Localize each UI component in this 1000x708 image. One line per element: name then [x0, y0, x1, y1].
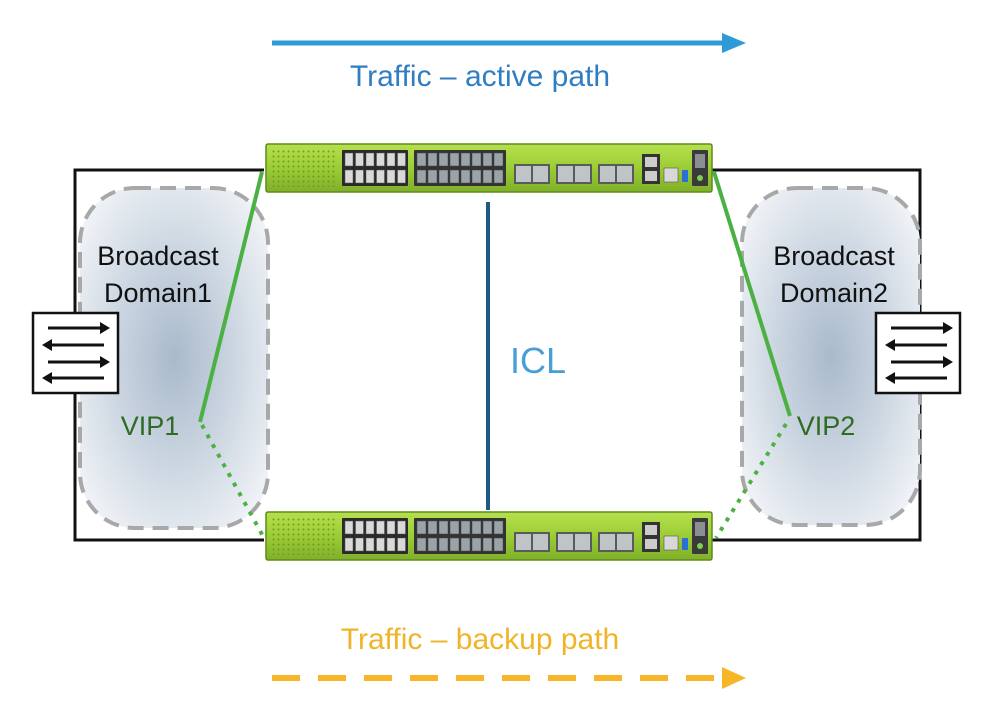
qsfp-port-group — [514, 532, 550, 552]
backup-path-label: Traffic – backup path — [341, 623, 620, 656]
switch-primary[interactable] — [265, 143, 713, 193]
router-1[interactable] — [31, 311, 120, 395]
vip2-label: VIP2 — [797, 411, 856, 441]
bidirectional-arrows-icon — [874, 311, 962, 395]
router-2[interactable] — [874, 311, 962, 395]
switch-vent — [272, 149, 336, 187]
domain1-label-line1: Broadcast — [97, 241, 219, 271]
status-led-panel — [692, 518, 708, 554]
active-path-label: Traffic – active path — [350, 60, 610, 93]
status-led-panel — [692, 150, 708, 186]
domain2-label-line2: Domain2 — [780, 278, 888, 308]
rj45-port-block — [342, 518, 408, 554]
broadcast-domain-2 — [740, 186, 922, 527]
vip2-backup-link — [714, 422, 788, 540]
qsfp-port-group — [556, 532, 592, 552]
switch-vent — [272, 517, 336, 555]
qsfp-port-group — [598, 532, 634, 552]
vip1-label: VIP1 — [121, 411, 180, 441]
sfp-port-block — [414, 518, 506, 554]
management-port-block — [642, 522, 688, 552]
domain2-label-line1: Broadcast — [773, 241, 895, 271]
icl-label: ICL — [510, 340, 566, 381]
vip1-active-link — [198, 171, 264, 423]
qsfp-port-group — [514, 164, 550, 184]
qsfp-port-group — [598, 164, 634, 184]
vip2-active-link — [712, 171, 792, 417]
rj45-port-block — [342, 150, 408, 186]
bidirectional-arrows-icon — [31, 311, 120, 395]
backup-path-arrow — [272, 667, 746, 689]
switch-secondary[interactable] — [265, 511, 713, 561]
domain1-label-line2: Domain1 — [104, 278, 212, 308]
management-port-block — [642, 154, 688, 184]
qsfp-port-group — [556, 164, 592, 184]
sfp-port-block — [414, 150, 506, 186]
active-path-arrow — [272, 33, 746, 53]
